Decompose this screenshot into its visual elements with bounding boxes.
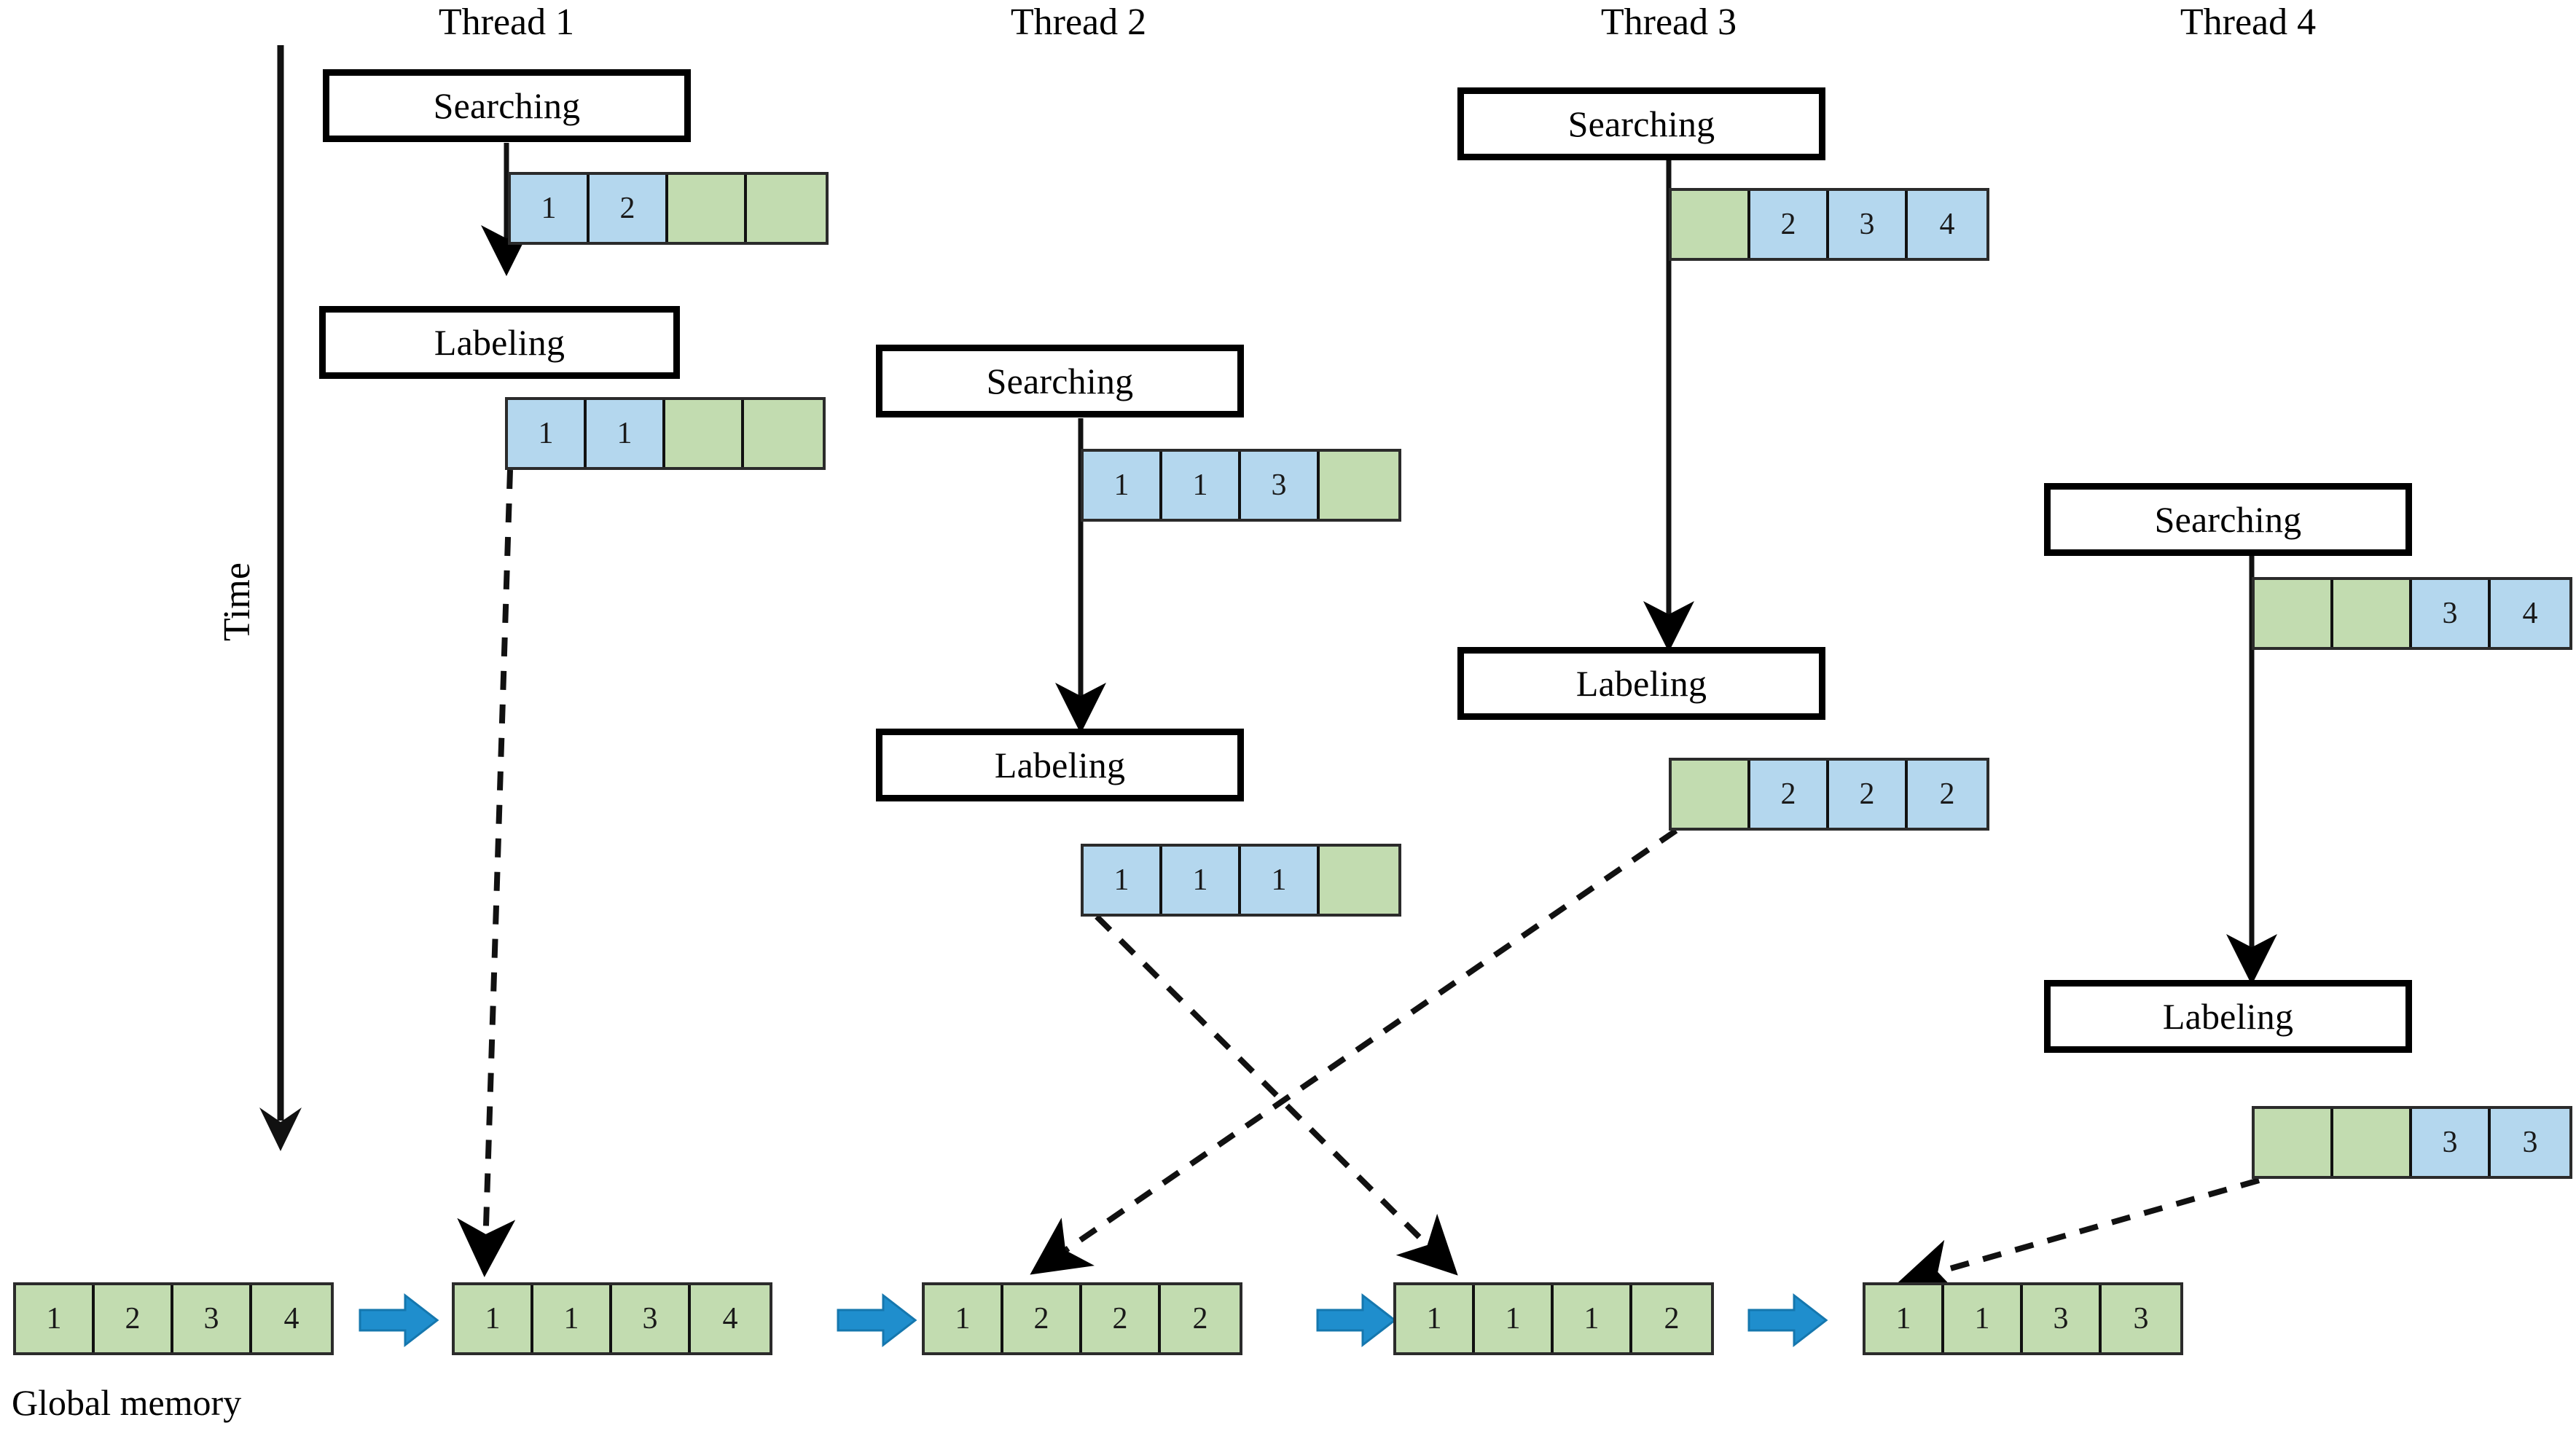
thread3-labeling-box[interactable]: Labeling xyxy=(1457,647,1825,720)
memory-cell: 2 xyxy=(1750,761,1829,828)
memory-cell xyxy=(2255,580,2333,647)
global-memory-label: Global memory xyxy=(12,1382,242,1423)
thread2-searching-box[interactable]: Searching xyxy=(876,345,1244,417)
memory-cell xyxy=(747,175,826,242)
thread1-labeling-box[interactable]: Labeling xyxy=(319,306,680,379)
memory-cell: 1 xyxy=(1162,847,1241,914)
memory-cell xyxy=(1320,452,1398,519)
memory-cell: 1 xyxy=(1554,1285,1632,1352)
memory-cell: 1 xyxy=(1396,1285,1475,1352)
memory-cell: 3 xyxy=(2412,1109,2491,1176)
memory-cell: 3 xyxy=(1241,452,1320,519)
memory-cell xyxy=(2333,1109,2412,1176)
thread2-labeling-box[interactable]: Labeling xyxy=(876,729,1244,801)
thread3-searching-box[interactable]: Searching xyxy=(1457,87,1825,160)
memory-cell: 1 xyxy=(455,1285,533,1352)
memory-cell: 2 xyxy=(1750,191,1829,258)
memory-cell: 3 xyxy=(2412,580,2491,647)
memory-cell: 1 xyxy=(1084,847,1162,914)
memory-cell: 1 xyxy=(1084,452,1162,519)
memory-cell xyxy=(1672,761,1750,828)
memory-cell: 1 xyxy=(1475,1285,1554,1352)
memory-cell: 1 xyxy=(925,1285,1003,1352)
memory-cell: 2 xyxy=(1829,761,1908,828)
memory-cell: 1 xyxy=(16,1285,95,1352)
memory-cell: 3 xyxy=(173,1285,252,1352)
memory-cell: 2 xyxy=(95,1285,173,1352)
memory-cell: 2 xyxy=(590,175,668,242)
memory-cell xyxy=(1672,191,1750,258)
memory-cell: 1 xyxy=(508,400,587,467)
time-axis-arrow xyxy=(259,45,302,1151)
memory-cell: 3 xyxy=(612,1285,691,1352)
memory-cell xyxy=(744,400,823,467)
flow-arrow-1 xyxy=(359,1293,439,1348)
thread-title-2: Thread 2 xyxy=(1010,1,1147,43)
memory-cell: 2 xyxy=(1003,1285,1082,1352)
time-axis-label: Time xyxy=(216,562,258,641)
thread1-searching-box[interactable]: Searching xyxy=(323,69,691,142)
thread-title-3: Thread 3 xyxy=(1600,1,1737,43)
flow-arrow-4 xyxy=(1747,1293,1828,1348)
writeback-thread4-arrow xyxy=(1896,1177,2260,1296)
memory-cell: 1 xyxy=(1241,847,1320,914)
flow-arrow-2 xyxy=(837,1293,917,1348)
memory-cell: 2 xyxy=(1082,1285,1161,1352)
writeback-thread1-arrow xyxy=(457,469,516,1277)
memory-cell: 4 xyxy=(1908,191,1986,258)
writeback-thread2-arrow xyxy=(1095,914,1458,1276)
thread4-searching-box[interactable]: Searching xyxy=(2044,483,2412,556)
memory-cell xyxy=(2255,1109,2333,1176)
memory-cell: 3 xyxy=(2491,1109,2569,1176)
memory-cell: 1 xyxy=(1866,1285,1944,1352)
memory-cell: 4 xyxy=(691,1285,770,1352)
flow-arrow-3 xyxy=(1316,1293,1397,1348)
thread-title-1: Thread 1 xyxy=(438,1,575,43)
thread4-labeling-box[interactable]: Labeling xyxy=(2044,980,2412,1053)
memory-cell: 2 xyxy=(1632,1285,1711,1352)
memory-cell: 3 xyxy=(1829,191,1908,258)
memory-cell: 1 xyxy=(511,175,590,242)
memory-cell: 2 xyxy=(1161,1285,1240,1352)
memory-cell xyxy=(2333,580,2412,647)
thread-title-4: Thread 4 xyxy=(2180,1,2317,43)
memory-cell: 1 xyxy=(1162,452,1241,519)
memory-cell xyxy=(1320,847,1398,914)
memory-cell: 4 xyxy=(2491,580,2569,647)
memory-cell: 1 xyxy=(533,1285,612,1352)
memory-cell: 3 xyxy=(2023,1285,2102,1352)
memory-cell: 1 xyxy=(587,400,665,467)
memory-cell: 2 xyxy=(1908,761,1986,828)
memory-cell: 3 xyxy=(2102,1285,2180,1352)
memory-cell xyxy=(665,400,744,467)
memory-cell xyxy=(668,175,747,242)
memory-cell: 1 xyxy=(1944,1285,2023,1352)
memory-cell: 4 xyxy=(252,1285,331,1352)
